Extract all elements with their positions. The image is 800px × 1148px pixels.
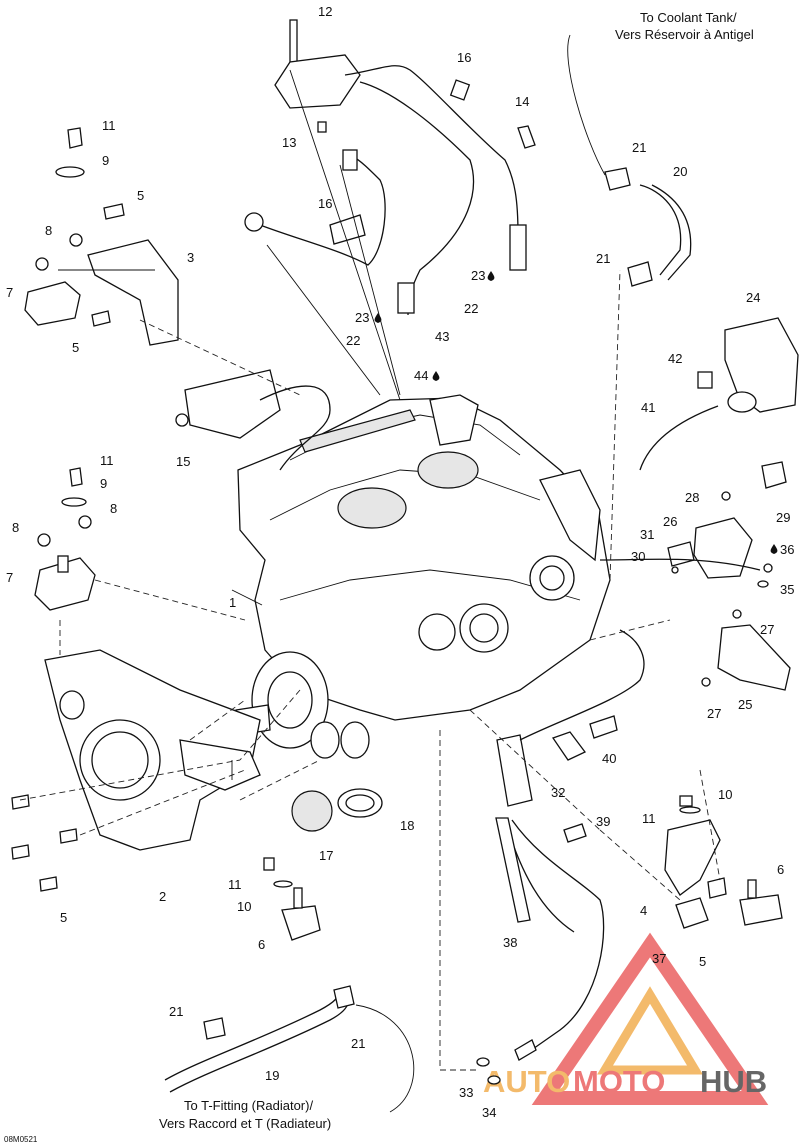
callout-21: 21 — [169, 1004, 183, 1019]
callout-17: 17 — [319, 848, 333, 863]
callout-33: 33 — [459, 1085, 473, 1100]
callout-35: 35 — [780, 582, 794, 597]
engine-block — [235, 394, 611, 759]
callout-41: 41 — [641, 400, 655, 415]
callout-9: 9 — [100, 476, 107, 491]
callout-7: 7 — [6, 570, 13, 585]
drawing-code: 08M0521 — [4, 1135, 38, 1144]
callouts: 12 16 14 13 11 9 5 3 8 7 5 16 21 20 21 2… — [6, 4, 794, 1120]
callout-14: 14 — [515, 94, 529, 109]
oil-drop-icon — [487, 271, 495, 281]
callout-13: 13 — [282, 135, 296, 150]
notes: To Coolant Tank/ Vers Réservoir à Antige… — [4, 10, 754, 1144]
callout-21: 21 — [596, 251, 610, 266]
callout-19: 19 — [265, 1068, 279, 1083]
callout-36: 36 — [780, 542, 794, 557]
callout-42: 42 — [668, 351, 682, 366]
callout-10: 10 — [237, 899, 251, 914]
callout-22: 22 — [464, 301, 478, 316]
callout-23: 23 — [471, 268, 485, 283]
callout-10: 10 — [718, 787, 732, 802]
watermark-hub: HUB — [700, 1064, 767, 1099]
callout-6: 6 — [258, 937, 265, 952]
top-harness — [244, 19, 536, 316]
callout-11: 11 — [642, 811, 656, 826]
oil-drop-icon — [374, 313, 382, 323]
callout-28: 28 — [685, 490, 699, 505]
note-t-fitting-fr: Vers Raccord et T (Radiateur) — [159, 1116, 331, 1131]
callout-21: 21 — [351, 1036, 365, 1051]
callout-12: 12 — [318, 4, 332, 19]
callout-32: 32 — [551, 785, 565, 800]
callout-38: 38 — [503, 935, 517, 950]
callout-16: 16 — [457, 50, 471, 65]
note-t-fitting-en: To T-Fitting (Radiator)/ — [184, 1098, 313, 1113]
callout-11: 11 — [100, 453, 114, 468]
oil-drop-icons — [374, 271, 778, 554]
left-upper-mounts — [24, 127, 331, 471]
callout-26: 26 — [663, 514, 677, 529]
callout-11: 11 — [102, 118, 116, 133]
callout-6: 6 — [777, 862, 784, 877]
callout-3: 3 — [187, 250, 194, 265]
callout-18: 18 — [400, 818, 414, 833]
right-side-parts — [476, 317, 799, 1085]
oil-drop-icon — [432, 371, 440, 381]
callout-22: 22 — [346, 333, 360, 348]
callout-20: 20 — [673, 164, 687, 179]
callout-8: 8 — [12, 520, 19, 535]
callout-23: 23 — [355, 310, 369, 325]
watermark-logo: AUTO MOTO HUB — [483, 932, 769, 1105]
callout-15: 15 — [176, 454, 190, 469]
note-coolant-tank-en: To Coolant Tank/ — [640, 10, 737, 25]
callout-27: 27 — [760, 622, 774, 637]
callout-4: 4 — [640, 903, 647, 918]
callout-29: 29 — [776, 510, 790, 525]
callout-37: 37 — [652, 951, 666, 966]
callout-5: 5 — [72, 340, 79, 355]
callout-24: 24 — [746, 290, 760, 305]
callout-21: 21 — [632, 140, 646, 155]
left-lower-mounts — [11, 467, 383, 941]
callout-9: 9 — [102, 153, 109, 168]
callout-2: 2 — [159, 889, 166, 904]
callout-39: 39 — [596, 814, 610, 829]
leader-lines — [19, 69, 721, 1071]
callout-8: 8 — [110, 501, 117, 516]
note-coolant-tank-fr: Vers Réservoir à Antigel — [615, 27, 754, 42]
callout-5: 5 — [137, 188, 144, 203]
callout-31: 31 — [640, 527, 654, 542]
callout-27: 27 — [707, 706, 721, 721]
callout-34: 34 — [482, 1105, 496, 1120]
callout-16: 16 — [318, 196, 332, 211]
oil-drop-icon — [770, 544, 778, 554]
callout-5: 5 — [60, 910, 67, 925]
callout-40: 40 — [602, 751, 616, 766]
watermark-moto: MOTO — [573, 1064, 665, 1099]
callout-43: 43 — [435, 329, 449, 344]
callout-44: 44 — [414, 368, 428, 383]
callout-5: 5 — [699, 954, 706, 969]
callout-7: 7 — [6, 285, 13, 300]
callout-25: 25 — [738, 697, 752, 712]
callout-1: 1 — [229, 595, 236, 610]
callout-8: 8 — [45, 223, 52, 238]
callout-30: 30 — [631, 549, 645, 564]
callout-11: 11 — [228, 877, 242, 892]
coolant-hoses — [164, 34, 692, 1113]
